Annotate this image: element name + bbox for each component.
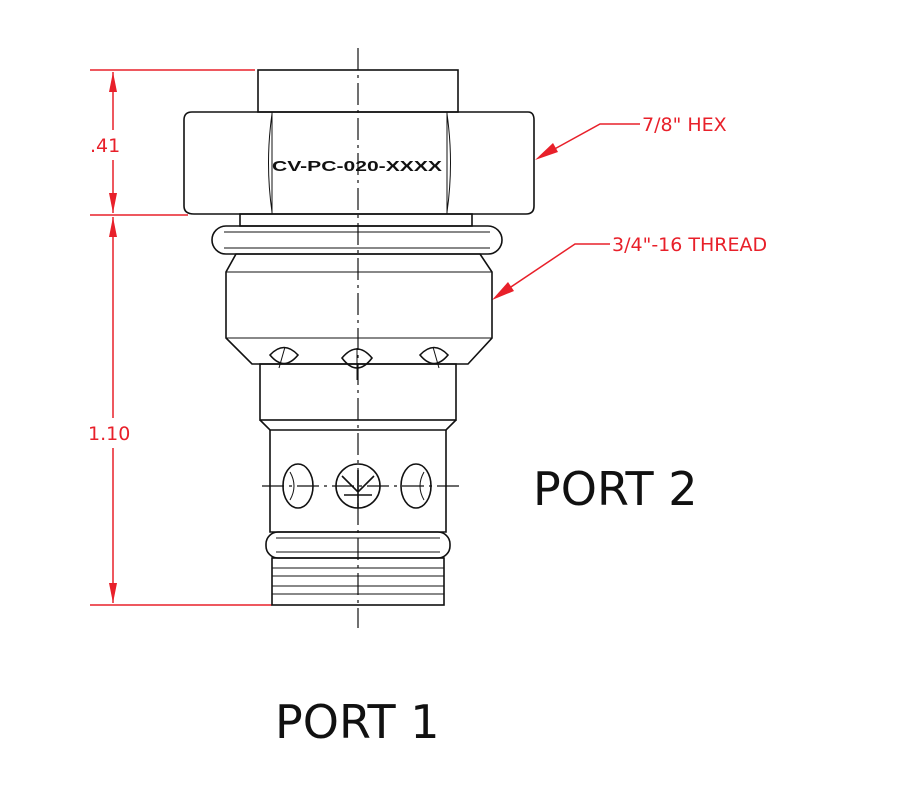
port1-label: PORT 1 (275, 695, 440, 749)
arrow-down-icon (109, 193, 117, 213)
leader-hex (539, 123, 640, 158)
port2-label: PORT 2 (533, 462, 698, 516)
dimension-body-length: 1.10 (88, 423, 130, 445)
thread-section (225, 253, 493, 365)
leader-thread (495, 243, 610, 298)
part-number: CV-PC-020-XXXX (272, 158, 442, 175)
arrow-icon (535, 143, 558, 160)
hex-nut (183, 111, 535, 215)
thread-callout: 3/4"-16 THREAD (612, 234, 767, 256)
thread-cross-holes (268, 346, 450, 380)
dimension-hex-height: .41 (90, 135, 120, 157)
valve-body: CV-PC-020-XXXX (183, 69, 535, 606)
callouts: 7/8" HEX 3/4"-16 THREAD (492, 114, 767, 300)
hex-callout: 7/8" HEX (642, 114, 727, 136)
o-ring-upper (211, 225, 503, 255)
center-lines (262, 48, 462, 628)
dimension-lines: .41 1.10 (86, 69, 272, 606)
arrow-down-icon (109, 583, 117, 603)
arrow-up-icon (109, 217, 117, 237)
arrow-icon (492, 282, 514, 300)
arrow-up-icon (109, 72, 117, 92)
